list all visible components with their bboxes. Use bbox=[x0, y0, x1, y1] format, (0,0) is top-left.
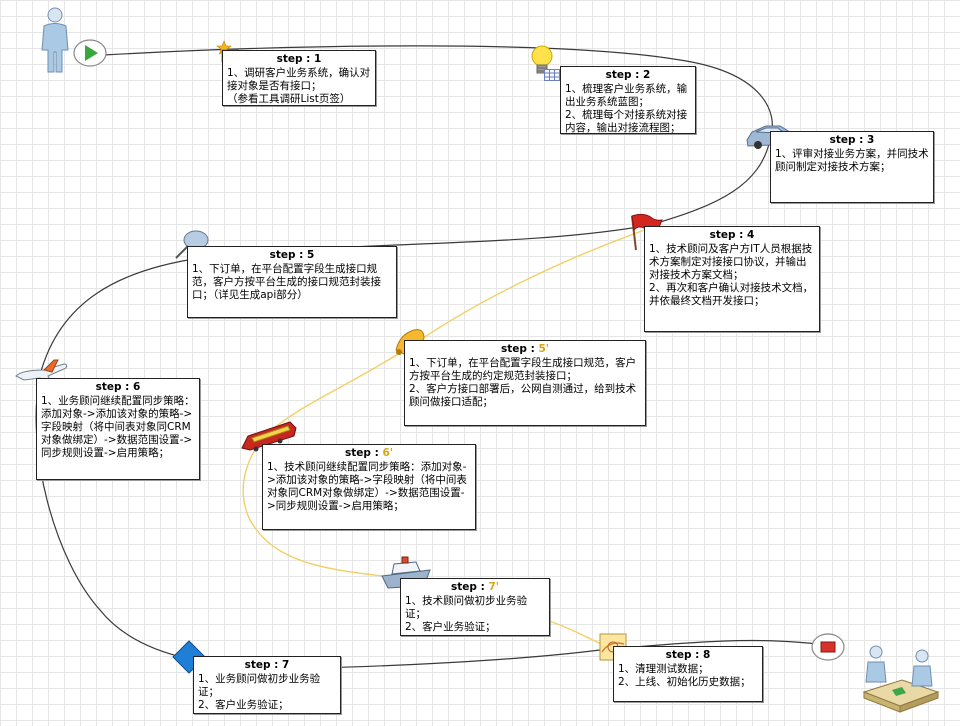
step-7p-box: step : 7' 1、技术顾问做初步业务验证； 2、客户业务验证； bbox=[400, 578, 550, 636]
step-line: 1、技术顾问继续配置同步策略：添加对象->添加该对象的策略->字段映射（将中间表… bbox=[267, 461, 467, 512]
step-6p-box: step : 6' 1、技术顾问继续配置同步策略：添加对象->添加该对象的策略-… bbox=[262, 444, 476, 530]
step-line: 1、梳理客户业务系统，输出业务系统蓝图； bbox=[565, 83, 688, 108]
step-title: step : 5 bbox=[269, 249, 315, 261]
step-line: 2、客户业务验证； bbox=[405, 621, 496, 633]
person-icon bbox=[38, 6, 72, 74]
step-title: step : 2 bbox=[605, 69, 651, 81]
step-line: 2、客户业务验证； bbox=[198, 699, 289, 711]
step-1-box: step : 1 1、调研客户业务系统，确认对接对象是否有接口； （参看工具调研… bbox=[222, 50, 376, 106]
step-3-box: step : 3 1、评审对接业务方案，并同技术顾问制定对接技术方案； bbox=[770, 131, 934, 203]
step-line: 2、梳理每个对接系统对接内容，输出对接流程图； bbox=[565, 109, 688, 134]
step-line: （参看工具调研List页签） bbox=[227, 93, 351, 105]
step-line: 2、上线、初始化历史数据； bbox=[618, 676, 751, 688]
step-title: step : 6 bbox=[95, 381, 141, 393]
step-2-box: step : 2 1、梳理客户业务系统，输出业务系统蓝图； 2、梳理每个对接系统… bbox=[560, 66, 696, 134]
pushpin-icon bbox=[172, 228, 212, 262]
step-line: 2、再次和客户确认对接技术文档，并依最终文档开发接口； bbox=[649, 282, 814, 307]
step-title: step : 7' bbox=[451, 581, 499, 593]
step-line: 1、评审对接业务方案，并同技术顾问制定对接技术方案； bbox=[775, 148, 929, 173]
step-line: 1、业务顾问做初步业务验证； bbox=[198, 673, 321, 698]
step-4-box: step : 4 1、技术顾问及客户方IT人员根据技术方案制定对接接口协议，并输… bbox=[644, 226, 820, 332]
step-title: step : 7 bbox=[244, 659, 290, 671]
step-title: step : 5' bbox=[501, 343, 549, 355]
step-title: step : 3 bbox=[829, 134, 875, 146]
step-title: step : 6' bbox=[345, 447, 393, 459]
step-6-box: step : 6 1、业务顾问继续配置同步策略：添加对象->添加该对象的策略->… bbox=[36, 378, 200, 480]
step-line: 2、客户方接口部署后，公网自测通过，给到技术顾问做接口适配； bbox=[409, 383, 637, 408]
step-8-box: step : 8 1、清理测试数据； 2、上线、初始化历史数据； bbox=[613, 646, 763, 702]
step-5-box: step : 5 1、下订单，在平台配置字段生成接口规范，客户方按平台生成的接口… bbox=[187, 246, 397, 318]
step-7-box: step : 7 1、业务顾问做初步业务验证； 2、客户业务验证； bbox=[193, 656, 341, 714]
step-line: 1、技术顾问及客户方IT人员根据技术方案制定对接接口协议，并输出对接技术方案文档… bbox=[649, 243, 813, 281]
step-5p-box: step : 5' 1、下订单，在平台配置字段生成接口规范，客户方按平台生成的约… bbox=[404, 340, 646, 426]
step-line: 1、调研客户业务系统，确认对接对象是否有接口； bbox=[227, 67, 371, 92]
main-path bbox=[35, 45, 826, 669]
step-line: 1、下订单，在平台配置字段生成接口规范，客户方按平台生成的接口规范封装接口；（详… bbox=[192, 263, 381, 301]
step-line: 1、下订单，在平台配置字段生成接口规范，客户方按平台生成的约定规范封装接口； bbox=[409, 357, 637, 382]
step-line: 1、清理测试数据； bbox=[618, 663, 709, 675]
step-title: step : 8 bbox=[665, 649, 711, 661]
meeting-icon bbox=[858, 640, 942, 714]
table-icon bbox=[544, 66, 560, 81]
step-line: 1、技术顾问做初步业务验证； bbox=[405, 595, 528, 620]
train-icon bbox=[240, 418, 298, 454]
step-title: step : 4 bbox=[709, 229, 755, 241]
play-icon[interactable] bbox=[72, 38, 108, 68]
stop-icon[interactable] bbox=[810, 632, 846, 662]
step-title: step : 1 bbox=[276, 53, 322, 65]
step-line: 1、业务顾问继续配置同步策略：添加对象->添加该对象的策略->字段映射（将中间表… bbox=[41, 395, 195, 459]
